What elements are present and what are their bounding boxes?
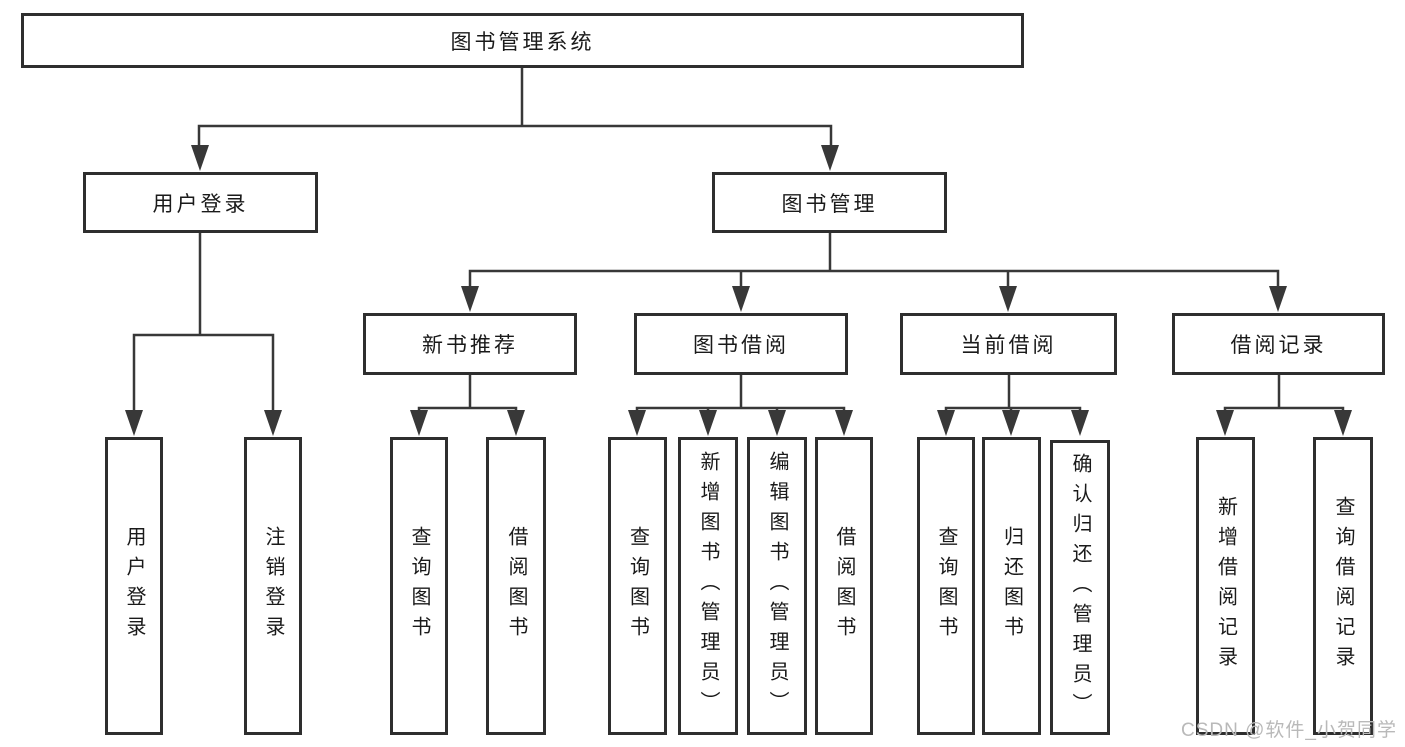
arrowhead-down [768,410,786,436]
arrowhead-down [937,410,955,436]
arrowhead-down [264,410,282,436]
leaf-return-book: 归还图书 [982,437,1041,735]
leaf-add-book-admin: 新增图书（管理员） [678,437,738,735]
arrowhead-down [699,410,717,436]
node-new-book-recommend: 新书推荐 [363,313,577,375]
node-book-borrow: 图书借阅 [634,313,848,375]
node-root: 图书管理系统 [21,13,1024,68]
arrowhead-down [461,286,479,312]
leaf-user-login: 用户登录 [105,437,163,735]
arrowhead-down [835,410,853,436]
leaf-user-login-label: 用户登录 [123,526,145,646]
watermark: CSDN @软件_小贺同学 [1181,720,1397,741]
leaf-query-book-current-label: 查询图书 [935,526,957,646]
node-current-borrow: 当前借阅 [900,313,1117,375]
arrowhead-down [821,145,839,171]
node-borrow-records: 借阅记录 [1172,313,1385,375]
arrowhead-down [1269,286,1287,312]
arrowhead-down [732,286,750,312]
arrowhead-down [1002,410,1020,436]
leaf-query-borrow-record: 查询借阅记录 [1313,437,1373,735]
leaf-return-book-label: 归还图书 [1000,526,1023,646]
connector-user-login [132,233,275,414]
connector-book-borrow [635,375,846,413]
connector-root [197,68,833,150]
leaf-confirm-return-admin-label: 确认归还（管理员） [1069,452,1091,723]
arrowhead-down [1216,410,1234,436]
leaf-query-book-borrow: 查询图书 [608,437,667,735]
arrowhead-down [1071,410,1089,436]
node-root-label: 图书管理系统 [450,30,595,54]
connector-borrow-records [1223,375,1345,413]
node-book-management: 图书管理 [712,172,947,233]
leaf-query-book-recommend-label: 查询图书 [408,526,430,646]
connector-new-book-recommend [417,375,518,413]
leaf-borrow-book-borrow-label: 借阅图书 [833,526,855,646]
leaf-borrow-book-borrow: 借阅图书 [815,437,873,735]
node-user-login: 用户登录 [83,172,318,233]
arrowhead-down [999,286,1017,312]
arrowhead-down [1334,410,1352,436]
arrowhead-down [628,410,646,436]
node-user-login-label: 用户登录 [152,192,249,216]
arrowhead-down [507,410,525,436]
leaf-query-borrow-record-label: 查询借阅记录 [1332,496,1354,676]
node-current-borrow-label: 当前借阅 [960,334,1057,357]
leaf-borrow-book-recommend: 借阅图书 [486,437,546,735]
arrowhead-down [191,145,209,171]
node-book-borrow-label: 图书借阅 [693,334,789,357]
node-book-management-label: 图书管理 [781,192,878,216]
connector-current-borrow [944,375,1082,413]
leaf-borrow-book-recommend-label: 借阅图书 [505,526,527,646]
arrowhead-down [125,410,143,436]
leaf-query-book-borrow-label: 查询图书 [626,526,649,646]
leaf-edit-book-admin: 编辑图书（管理员） [747,437,807,735]
leaf-query-book-current: 查询图书 [917,437,975,735]
leaf-add-borrow-record: 新增借阅记录 [1196,437,1255,735]
node-new-book-recommend-label: 新书推荐 [422,334,518,357]
leaf-edit-book-admin-label: 编辑图书（管理员） [766,451,788,721]
leaf-logout: 注销登录 [244,437,302,735]
node-borrow-records-label: 借阅记录 [1230,334,1327,357]
leaf-confirm-return-admin: 确认归还（管理员） [1050,440,1110,735]
leaf-add-book-admin-label: 新增图书（管理员） [697,451,719,721]
leaf-query-book-recommend: 查询图书 [390,437,448,735]
leaf-add-borrow-record-label: 新增借阅记录 [1214,496,1237,676]
connector-book-management [468,233,1280,290]
arrowhead-down [410,410,428,436]
leaf-logout-label: 注销登录 [262,526,284,646]
